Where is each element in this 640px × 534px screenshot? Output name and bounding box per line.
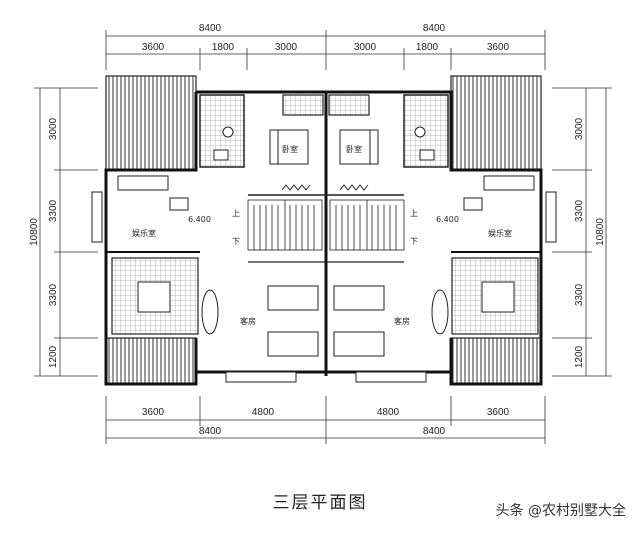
bottom-seg-4: 3600 bbox=[487, 407, 510, 418]
balcony-top-right bbox=[450, 75, 542, 171]
left-seg-4: 1200 bbox=[48, 345, 59, 368]
stair-up-right: 上 bbox=[410, 209, 418, 218]
toilet-left bbox=[222, 126, 234, 138]
washroom-right bbox=[328, 94, 370, 116]
column-left bbox=[201, 289, 219, 335]
sink-right bbox=[419, 149, 435, 161]
top-overall-left: 8400 bbox=[199, 23, 222, 34]
right-seg-1: 3000 bbox=[574, 117, 585, 140]
elevation-left: 6.400 bbox=[188, 215, 211, 224]
top-seg-6: 3600 bbox=[487, 42, 510, 53]
top-seg-1: 3600 bbox=[142, 42, 165, 53]
column-right bbox=[431, 289, 449, 335]
top-ticks bbox=[105, 30, 546, 70]
side-window-left bbox=[91, 191, 103, 243]
wardrobe-left bbox=[281, 184, 311, 191]
bay-window-left bbox=[225, 371, 297, 383]
top-seg-3: 3000 bbox=[275, 42, 298, 53]
top-seg-4: 3000 bbox=[354, 42, 377, 53]
right-overall: 10800 bbox=[595, 218, 606, 246]
sofa-right bbox=[483, 175, 535, 191]
stair-left bbox=[247, 199, 323, 251]
table-right bbox=[463, 197, 483, 211]
guest-room-left-label: 客房 bbox=[240, 316, 256, 326]
guest-bed-right-1 bbox=[333, 285, 385, 311]
guest-bed-left-2 bbox=[267, 331, 319, 357]
right-seg-3: 3300 bbox=[574, 283, 585, 306]
guest-room-right-label: 客房 bbox=[394, 316, 410, 326]
watermark: 头条 @农村别墅大全 bbox=[495, 503, 626, 519]
bottom-seg-1: 3600 bbox=[142, 407, 165, 418]
top-dimension-lines bbox=[105, 30, 546, 70]
entertainment-left-label: 娱乐室 bbox=[132, 228, 156, 238]
plan-caption: 三层平面图 bbox=[272, 493, 368, 513]
top-seg-2: 1800 bbox=[212, 42, 235, 53]
bottom-seg-3: 4800 bbox=[377, 407, 400, 418]
outer-wall bbox=[104, 90, 543, 386]
sofa-left bbox=[117, 175, 169, 191]
balcony-top-left bbox=[105, 75, 197, 171]
balcony-bottom-left bbox=[105, 337, 197, 385]
bottom-seg-2: 4800 bbox=[252, 407, 275, 418]
balcony-bottom-right bbox=[450, 337, 542, 385]
bay-window-right bbox=[355, 371, 427, 383]
bedroom-left-label: 卧室 bbox=[282, 144, 298, 154]
entertainment-right-label: 娱乐室 bbox=[488, 228, 512, 238]
top-seg-5: 1800 bbox=[416, 42, 439, 53]
toilet-right bbox=[414, 126, 426, 138]
left-seg-2: 3300 bbox=[48, 199, 59, 222]
stair-down-left: 下 bbox=[232, 237, 240, 246]
left-seg-3: 3300 bbox=[48, 283, 59, 306]
right-seg-4: 1200 bbox=[574, 345, 585, 368]
stair-right bbox=[329, 199, 405, 251]
table-left bbox=[169, 197, 189, 211]
guest-bed-left-1 bbox=[267, 285, 319, 311]
bottom-dimension-lines bbox=[105, 396, 546, 444]
bottom-overall-left: 8400 bbox=[199, 426, 222, 437]
top-overall-right: 8400 bbox=[423, 23, 446, 34]
wardrobe-right bbox=[339, 184, 369, 191]
guest-bed-right-2 bbox=[333, 331, 385, 357]
right-dimension-lines bbox=[552, 87, 612, 377]
tea-table-right bbox=[481, 281, 515, 313]
side-window-right bbox=[545, 191, 557, 243]
stair-up-left: 上 bbox=[232, 209, 240, 218]
sink-left bbox=[213, 149, 229, 161]
bedroom-right-label: 卧室 bbox=[346, 144, 362, 154]
left-seg-1: 3000 bbox=[48, 117, 59, 140]
lounge-tile-left bbox=[111, 257, 199, 335]
tea-table-left bbox=[137, 281, 171, 313]
elevation-right: 6.400 bbox=[436, 215, 459, 224]
stair-down-right: 下 bbox=[410, 237, 418, 246]
washroom-left bbox=[282, 94, 324, 116]
left-dimension-lines bbox=[34, 87, 98, 377]
left-overall: 10800 bbox=[29, 218, 40, 246]
right-seg-2: 3300 bbox=[574, 199, 585, 222]
bottom-overall-right: 8400 bbox=[423, 426, 446, 437]
